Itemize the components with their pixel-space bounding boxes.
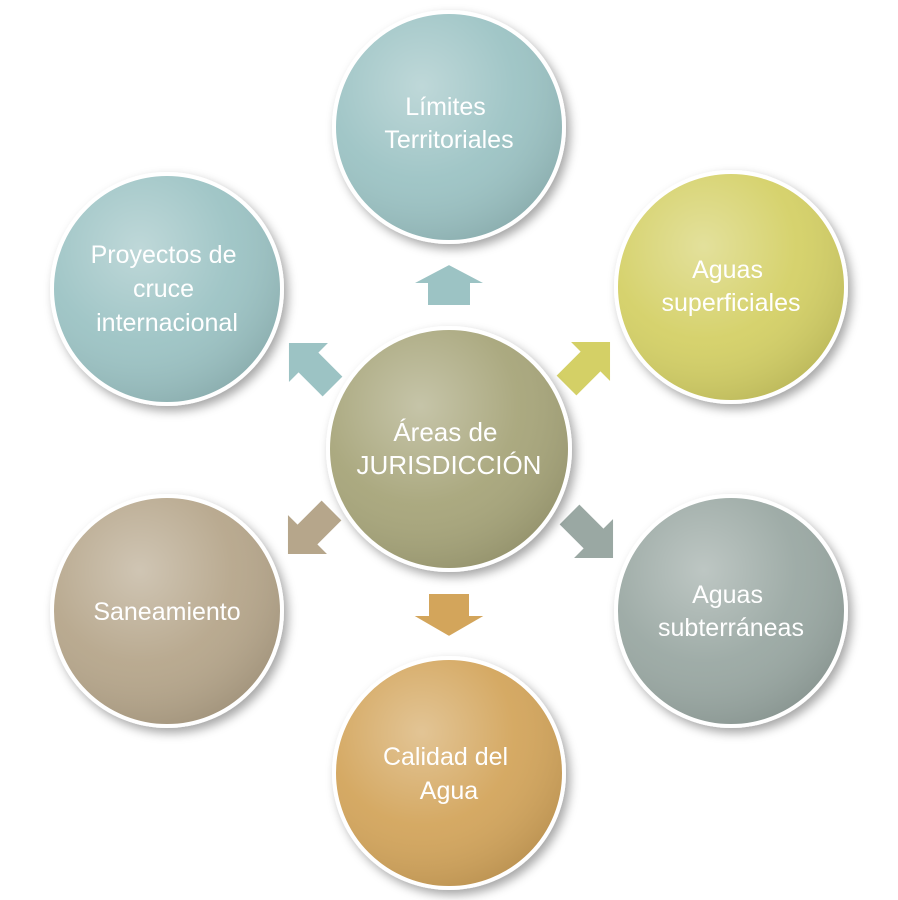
arrow-down-icon [407, 592, 491, 639]
node-sheen [618, 174, 844, 400]
node-label-line: superficiales [662, 289, 801, 317]
node-label-line: Límites [405, 93, 486, 121]
node-label: Saneamiento [93, 598, 240, 626]
node-sheen [54, 176, 280, 402]
node-sheen [336, 14, 562, 240]
node-aguas-superficiales: Aguas superficiales [614, 170, 848, 404]
arrow-down-left-icon [285, 497, 345, 557]
node-label-line: subterráneas [658, 614, 804, 642]
node-saneamiento: Saneamiento [50, 494, 284, 728]
node-label-line: internacional [96, 309, 238, 337]
node-label-line: Agua [420, 777, 478, 805]
node-sheen [54, 498, 280, 724]
node-label-line: Aguas [692, 256, 763, 284]
node-label-line: Aguas [692, 581, 763, 609]
node-label: Calidad del Agua [383, 743, 515, 805]
node-label-line: cruce [133, 275, 194, 303]
node-calidad-del-agua: Calidad del Agua [332, 656, 566, 890]
center-sheen [330, 330, 568, 568]
node-label-line: Saneamiento [93, 598, 240, 626]
node-proyectos-de-cruce: Proyectos de cruce internacional [50, 172, 284, 406]
node-label-line: Calidad del [383, 743, 508, 771]
arrow-up-icon [410, 262, 488, 307]
arrow-down-right-icon [556, 501, 616, 561]
node-aguas-subterraneas: Aguas subterráneas [614, 494, 848, 728]
node-limites-territoriales: Límites Territoriales [332, 10, 566, 244]
center-node: Áreas de JURISDICCIÓN [326, 326, 572, 572]
node-label: Aguas superficiales [662, 256, 801, 317]
center-label: Áreas de JURISDICCIÓN [357, 417, 542, 480]
center-label-line: Áreas de [393, 417, 497, 447]
node-label: Proyectos de cruce internacional [91, 241, 244, 337]
arrows [285, 262, 616, 639]
center-label-line: JURISDICCIÓN [357, 450, 542, 480]
arrow-up-left-icon [286, 340, 346, 400]
node-sheen [336, 660, 562, 886]
node-label-line: Proyectos de [91, 241, 237, 269]
arrow-up-right-icon [553, 339, 613, 399]
node-label: Aguas subterráneas [658, 581, 804, 642]
node-sheen [618, 498, 844, 724]
node-label: Límites Territoriales [384, 93, 513, 154]
node-label-line: Territoriales [384, 126, 513, 154]
